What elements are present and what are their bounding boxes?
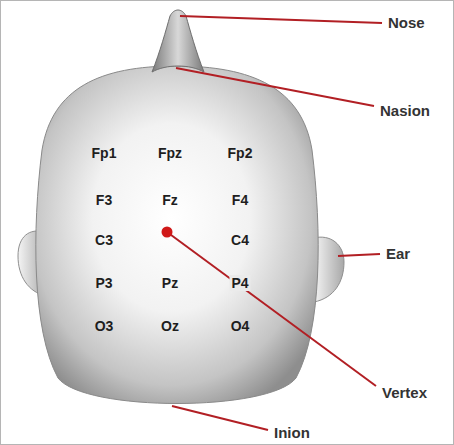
- leader-line: [167, 232, 376, 386]
- leader-line: [180, 16, 382, 23]
- anatomy-label: Vertex: [382, 385, 427, 400]
- leader-line: [338, 254, 380, 256]
- electrode-label: Fp1: [90, 145, 119, 161]
- nose: [152, 10, 204, 72]
- electrode-label: Fpz: [156, 145, 184, 161]
- anatomy-label: Ear: [386, 246, 410, 261]
- electrode-label: P3: [93, 275, 114, 291]
- electrode-label: C4: [229, 232, 251, 248]
- anatomy-label: Nasion: [380, 103, 430, 118]
- vertex-dot: [162, 227, 173, 238]
- anatomy-label: Nose: [388, 15, 425, 30]
- leader-line: [176, 68, 374, 106]
- electrode-label: F3: [94, 192, 114, 208]
- electrode-label: O4: [229, 318, 252, 334]
- electrode-label: C3: [93, 232, 115, 248]
- electrode-label: F4: [230, 192, 250, 208]
- leader-line: [172, 406, 268, 430]
- electrode-label: P4: [229, 275, 250, 291]
- electrode-label: Pz: [160, 275, 180, 291]
- head-outline: [36, 66, 318, 404]
- electrode-label: Fz: [160, 192, 180, 208]
- anatomy-label: Inion: [274, 425, 310, 440]
- electrode-label: Fp2: [226, 145, 255, 161]
- electrode-label: Oz: [159, 318, 181, 334]
- electrode-label: O3: [93, 318, 116, 334]
